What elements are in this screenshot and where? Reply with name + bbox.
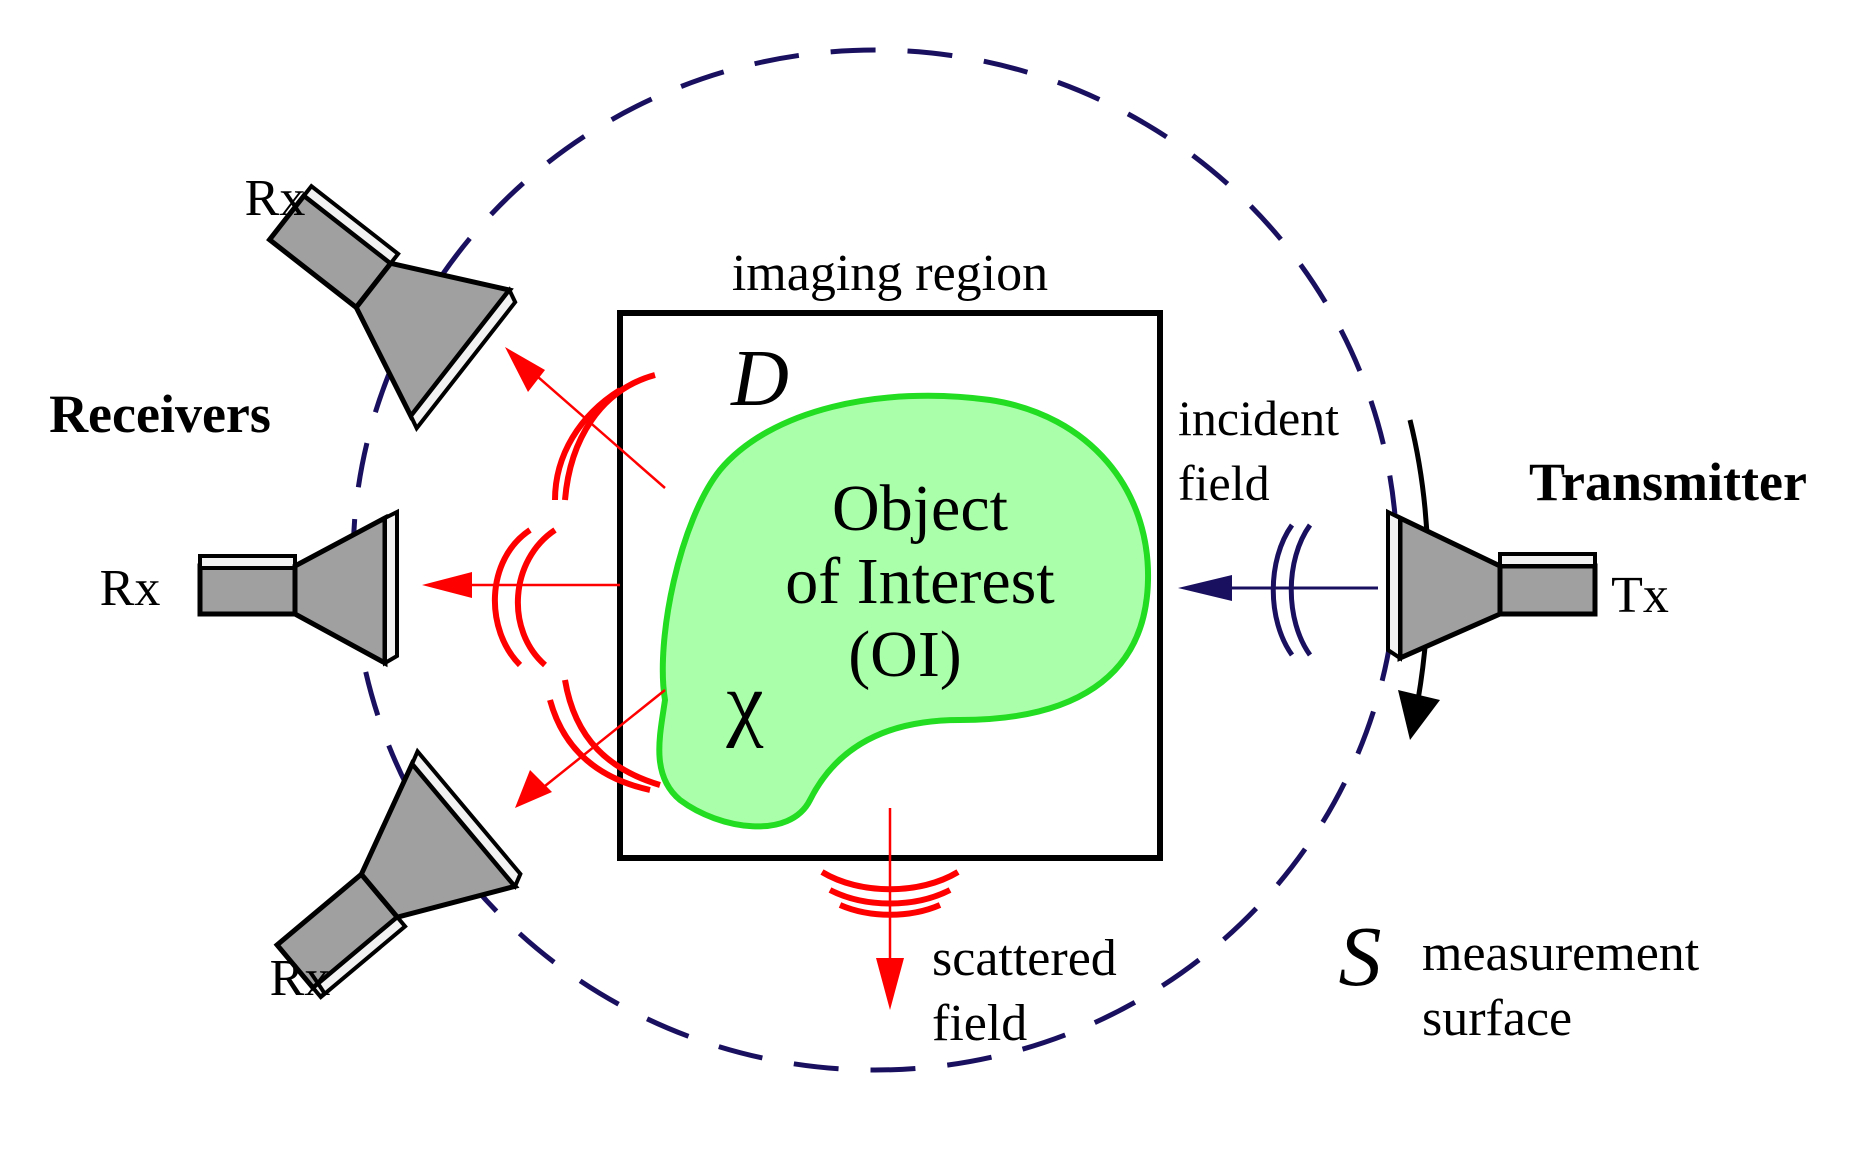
scattered-field-label-line2: field: [932, 995, 1027, 1052]
scattered-rays: [460, 369, 892, 960]
scattered-wavefronts: [492, 372, 960, 918]
rx-top-label: Rx: [245, 170, 306, 227]
scattered-field-label-line1: scattered: [932, 930, 1117, 987]
domain-symbol: D: [730, 335, 789, 423]
measurement-surface-label-line2: surface: [1422, 990, 1572, 1047]
rx-bottom-label: Rx: [270, 950, 331, 1007]
receiver-antenna-top: horn-antenna-icon: [266, 183, 518, 433]
receiver-antenna-bottom: horn-antenna-icon: [273, 747, 523, 1000]
object-label-line2: of Interest: [785, 545, 1054, 618]
transmitter-label: Transmitter: [1529, 452, 1807, 512]
incident-field-label-line1: incident: [1178, 390, 1339, 446]
receivers-label: Receivers: [49, 384, 271, 444]
object-of-interest: [656, 392, 1152, 830]
object-label-line3: (OI): [848, 618, 962, 691]
surface-symbol: S: [1339, 908, 1382, 1004]
incident-field-label-line2: field: [1178, 455, 1270, 511]
tx-label: Tx: [1611, 567, 1669, 624]
incident-field: [1178, 523, 1378, 657]
imaging-region-label: imaging region: [732, 245, 1048, 302]
transmitter-antenna: horn-antenna-icon: [1386, 508, 1598, 662]
measurement-surface-label-line1: measurement: [1422, 925, 1700, 982]
receiver-antenna-middle: horn-antenna-icon: [197, 508, 399, 668]
contrast-symbol: χ: [725, 656, 763, 749]
rx-middle-label: Rx: [100, 560, 161, 617]
object-label-line1: Object: [832, 472, 1008, 545]
scattered-arrowheads: [422, 347, 904, 1010]
